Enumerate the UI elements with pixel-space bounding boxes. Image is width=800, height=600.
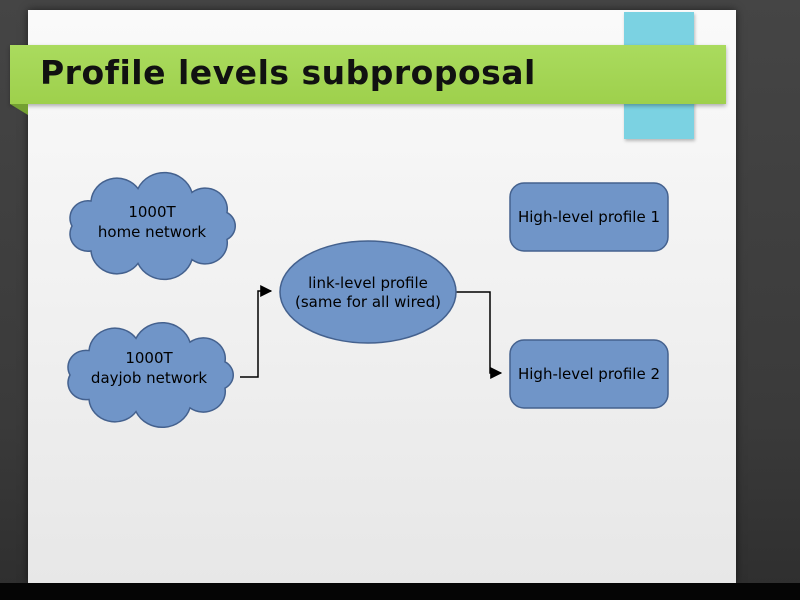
cloud-home-label-line1: 1000T xyxy=(128,203,176,221)
title-banner: Profile levels subproposal xyxy=(10,45,726,104)
box-high-level-profile-2 xyxy=(509,339,669,409)
cloud-home-label-line2: home network xyxy=(98,223,207,241)
box2-label: High-level profile 2 xyxy=(518,365,660,383)
cloud-home-shape xyxy=(70,173,235,280)
cloud-dayjob-shape xyxy=(68,323,233,428)
box-high-level-profile-1 xyxy=(509,182,669,252)
banner-fold xyxy=(10,104,28,115)
cloud-dayjob-label-line2: dayjob network xyxy=(91,369,207,387)
ellipse-label-line1: link-level profile xyxy=(308,274,428,292)
connector-ellipse-to-box2 xyxy=(456,291,503,379)
cloud-dayjob-network xyxy=(68,323,233,428)
cloud-dayjob-label-line1: 1000T xyxy=(125,349,173,367)
bottom-bar xyxy=(0,583,800,600)
ellipse-label-line2: (same for all wired) xyxy=(295,293,441,311)
slide-title: Profile levels subproposal xyxy=(40,53,536,92)
ellipse-link-level-profile xyxy=(279,240,457,344)
connector-cloud-to-ellipse xyxy=(240,285,273,378)
box1-label: High-level profile 1 xyxy=(518,208,660,226)
cloud-home-network xyxy=(70,173,235,280)
